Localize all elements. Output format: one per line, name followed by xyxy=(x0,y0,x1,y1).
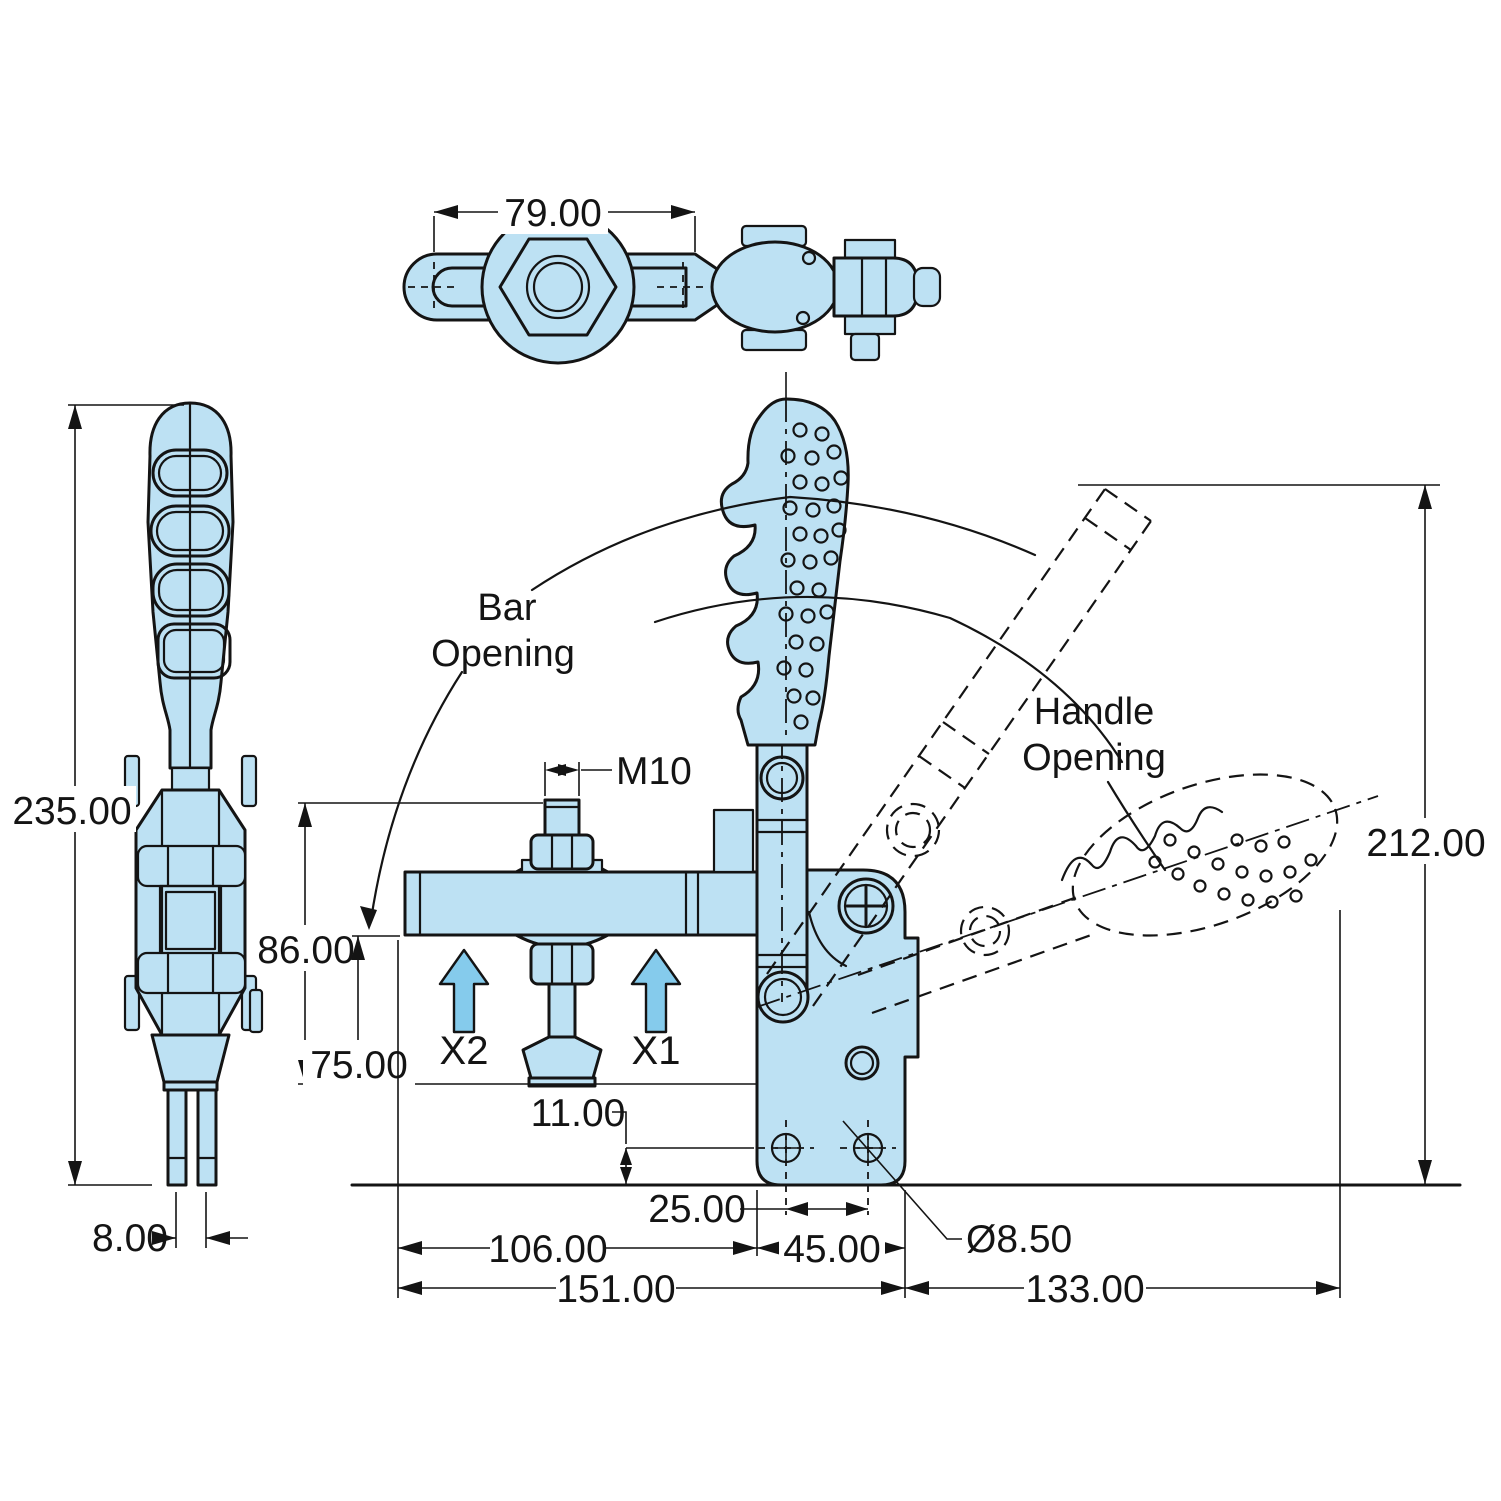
spindle-nut-lower xyxy=(529,942,595,986)
force-arrow-x2 xyxy=(438,948,490,1034)
spindle-tip-pad xyxy=(527,1076,597,1088)
bar-swing-arrowhead xyxy=(360,906,377,930)
top-view-grip-block xyxy=(849,332,881,362)
handle-opening-leader xyxy=(1106,780,1167,872)
side-view-shaft xyxy=(170,766,211,794)
top-view-body xyxy=(710,240,840,334)
top-view-grip xyxy=(832,256,920,318)
spindle-stud xyxy=(543,798,581,839)
open-handle-links xyxy=(885,802,1011,957)
front-view-bar xyxy=(403,870,759,937)
top-view-rivet-2 xyxy=(795,310,811,326)
side-view-grip-ovals xyxy=(149,448,232,680)
side-view-nut-upper xyxy=(136,844,247,888)
dim-bar-height-text: 86.00 xyxy=(257,929,355,972)
dim-fork-gap: 8.00 xyxy=(92,1192,248,1260)
dim-fork-gap-text: 8.00 xyxy=(92,1217,168,1260)
x2-label: X2 xyxy=(440,1029,489,1073)
front-view-bar-block xyxy=(712,808,755,874)
top-view-bar-slot xyxy=(431,266,688,308)
dim-hole-offset-text: 11.00 xyxy=(531,1092,626,1135)
mount-hole-1 xyxy=(770,1132,802,1164)
base-holes xyxy=(626,1120,896,1215)
front-view-small-hole xyxy=(844,1045,880,1081)
top-view xyxy=(402,209,942,428)
dim-bar-span-text: 79.00 xyxy=(504,192,602,235)
side-view-tip-band xyxy=(162,1080,219,1092)
front-view-plate-curve xyxy=(807,910,848,968)
top-view-rivet-1 xyxy=(801,250,817,266)
top-view-centermarks xyxy=(408,262,706,312)
dim-hole-offset: 11.00 xyxy=(531,1092,632,1184)
handle-swing-arc-outer xyxy=(530,495,1037,592)
dim-hole-pitch-text: 25.00 xyxy=(648,1188,746,1231)
open-grip-dimples xyxy=(1148,833,1318,909)
dim-overall-height: 235.00 xyxy=(12,404,184,1186)
dim-clamp-height: 75.00 xyxy=(303,935,415,1087)
annotations: Bar Opening Handle Opening X2 X1 xyxy=(431,587,1167,1073)
dim-overall-length: 151.00 xyxy=(398,1266,905,1311)
dim-base-width: 45.00 xyxy=(757,1226,905,1271)
force-arrow-x1 xyxy=(630,948,682,1034)
open-grip-scallops xyxy=(1060,806,1224,882)
side-view-fork-prong-left xyxy=(166,1088,188,1187)
dim-open-height-text: 212.00 xyxy=(1366,822,1485,865)
dim-overall-length-text: 151.00 xyxy=(556,1268,675,1311)
dim-thread: M10 xyxy=(544,750,692,796)
top-view-spindle-ring xyxy=(525,254,591,320)
side-view-fork-prong-right xyxy=(196,1088,218,1187)
handle-opening-label-line2: Opening xyxy=(1022,737,1166,779)
dim-bar-span: 79.00 xyxy=(433,188,696,252)
dim-clamp-height-text: 75.00 xyxy=(310,1044,408,1087)
dim-base-width-text: 45.00 xyxy=(783,1228,881,1271)
dim-handle-reach-text: 133.00 xyxy=(1025,1268,1144,1311)
dim-hole-pitch: 25.00 xyxy=(648,1188,868,1231)
front-view-spindle xyxy=(514,798,610,1088)
bar-opening-label-line2: Opening xyxy=(431,633,575,675)
bar-opening-label-line1: Bar xyxy=(477,587,536,629)
handle-opening-label-line1: Handle xyxy=(1034,691,1154,733)
side-view-linkage xyxy=(134,788,247,1037)
handle-swing-arc-inner xyxy=(653,595,1124,764)
spindle-nut-upper xyxy=(529,833,595,871)
dim-bar-reach-text: 106.00 xyxy=(488,1228,607,1271)
mount-hole-2 xyxy=(852,1132,884,1164)
dim-hole-dia: Ø8.50 xyxy=(842,1120,1072,1261)
x1-label: X1 xyxy=(632,1029,681,1073)
dim-handle-reach: 133.00 xyxy=(905,1266,1340,1311)
dim-thread-text: M10 xyxy=(616,750,692,793)
side-view-tip xyxy=(150,1033,231,1084)
spindle-shaft xyxy=(547,982,577,1039)
open-axis-centerline xyxy=(756,795,1379,1008)
bar-swing-arc xyxy=(369,670,464,922)
open-handle-mid xyxy=(766,488,1152,1007)
dim-open-height: 212.00 xyxy=(1078,484,1488,1184)
dim-bar-reach: 106.00 xyxy=(398,1226,757,1271)
top-view-spindle-hole xyxy=(532,261,584,313)
dim-hole-dia-text: Ø8.50 xyxy=(966,1218,1072,1261)
spindle-tip xyxy=(521,1035,603,1080)
dim-overall-height-text: 235.00 xyxy=(12,790,131,833)
top-view-grip-end xyxy=(912,266,942,308)
side-view xyxy=(123,401,264,1187)
dimensions: 79.00 235.00 8.00 M10 xyxy=(12,188,1488,1311)
side-view-nut-lower xyxy=(136,951,247,995)
front-view xyxy=(350,397,1462,1215)
